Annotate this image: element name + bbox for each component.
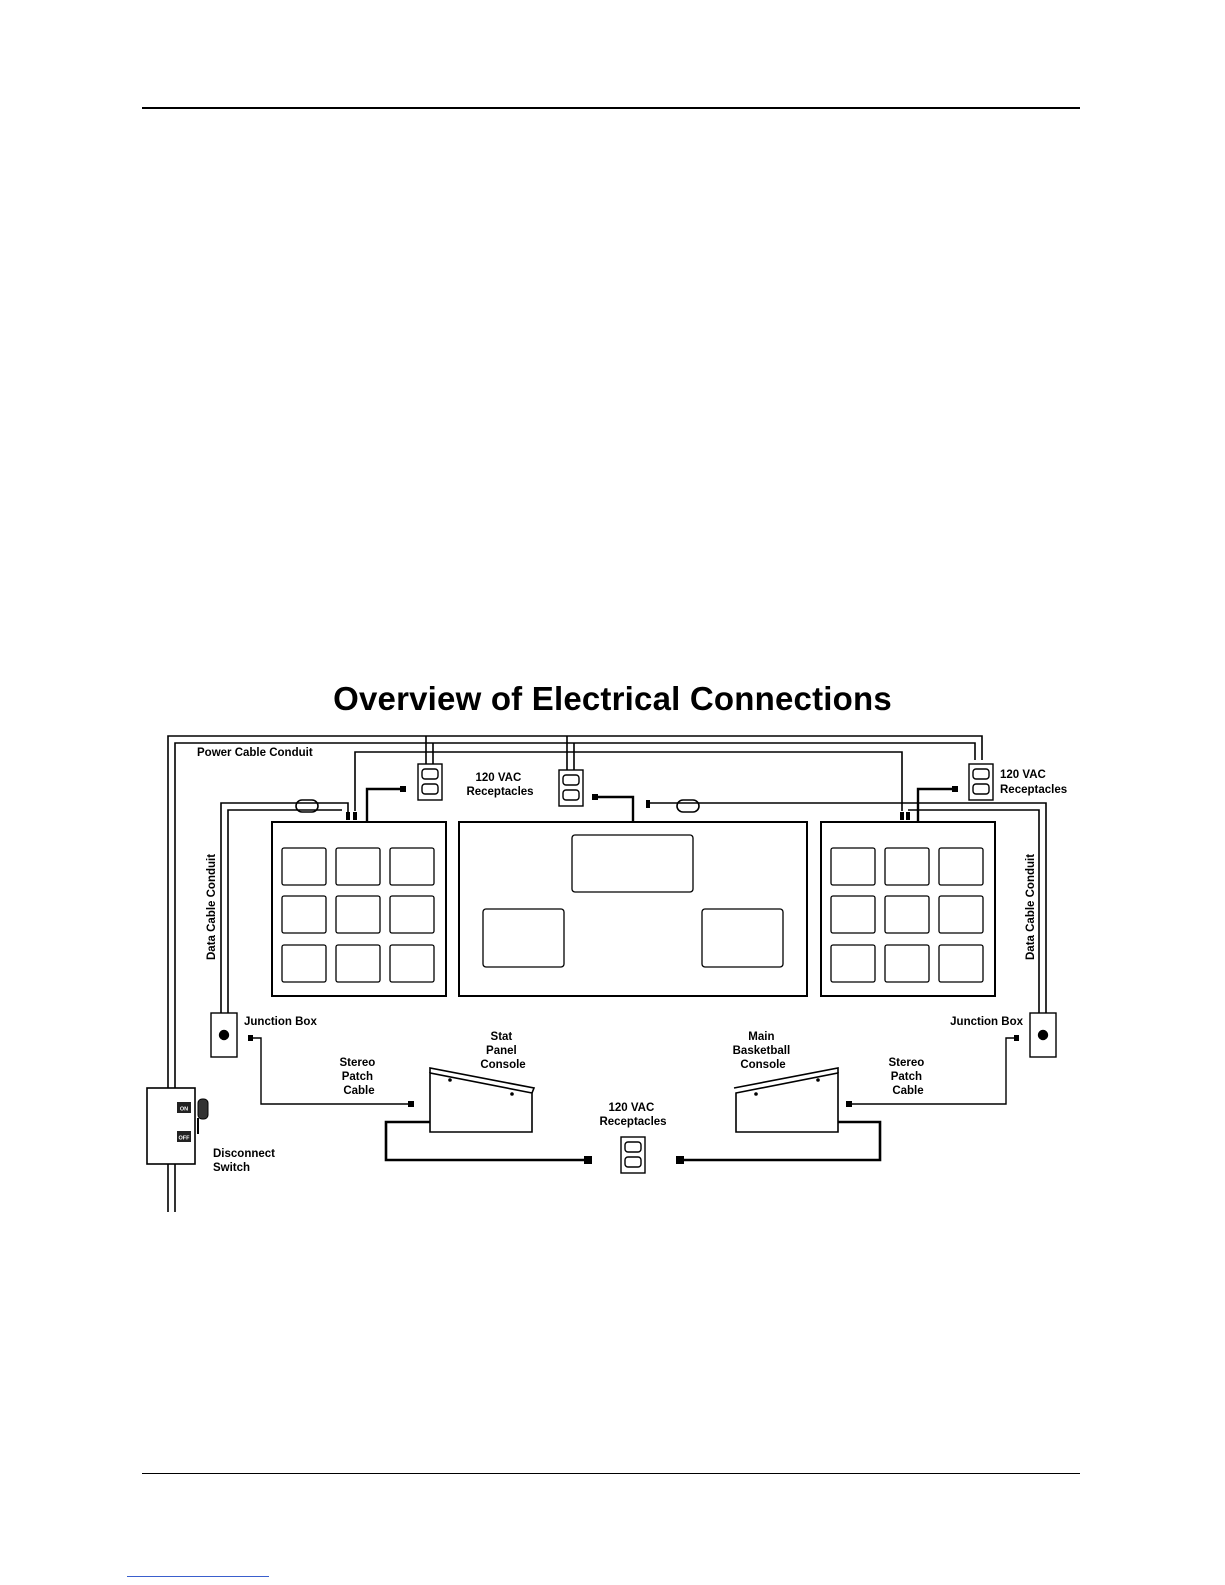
footer-link-underline	[127, 1576, 269, 1577]
receptacles-bottom-label: 120 VAC Receptacles	[599, 1102, 666, 1128]
power-cable-conduit	[168, 736, 982, 1212]
main-scoreboard-clock-window	[572, 835, 693, 892]
receptacles-top-right-label: 120 VAC Receptacles	[1000, 769, 1067, 796]
data-cable-conduit-label-left: Data Cable Conduit	[206, 854, 218, 960]
disconnect-switch	[147, 1088, 208, 1164]
switch-on-label: ON	[180, 1107, 188, 1113]
digit-window	[831, 848, 875, 885]
digit-window	[885, 896, 929, 933]
digit-window	[390, 896, 434, 933]
digit-window	[939, 896, 983, 933]
main-scoreboard-home-window	[483, 909, 564, 967]
stat-panel-console-label: Stat Panel Console	[480, 1031, 525, 1071]
digit-window	[282, 945, 326, 982]
digit-window	[336, 896, 380, 933]
receptacle-bottom	[621, 1137, 645, 1173]
stereo-patch-cable-right-label: Stereo Patch Cable	[889, 1057, 928, 1097]
junction-box-left	[211, 1013, 237, 1057]
receptacles-top-center-label: 120 VAC Receptacles	[466, 772, 533, 798]
digit-window	[282, 896, 326, 933]
digit-window	[885, 848, 929, 885]
footer-rule	[142, 1473, 1080, 1474]
main-basketball-console	[734, 1068, 838, 1132]
digit-window	[390, 945, 434, 982]
main-basketball-console-label: Main Basketball Console	[733, 1031, 794, 1071]
main-scoreboard-guest-window	[702, 909, 783, 967]
junction-box-right	[1030, 1013, 1056, 1057]
receptacle-top-right	[969, 764, 993, 800]
junction-box-left-label: Junction Box	[244, 1016, 317, 1028]
digit-window	[831, 896, 875, 933]
right-panel-digit-grid	[831, 848, 983, 982]
digit-window	[282, 848, 326, 885]
switch-off-label: OFF	[179, 1136, 191, 1142]
data-cable-conduit-label-right: Data Cable Conduit	[1025, 854, 1037, 960]
power-cable-conduit-label: Power Cable Conduit	[197, 747, 313, 759]
digit-window	[885, 945, 929, 982]
disconnect-switch-label: Disconnect Switch	[213, 1148, 278, 1174]
receptacle-top-center	[559, 770, 583, 806]
junction-box-right-label: Junction Box	[950, 1016, 1023, 1028]
stat-panel-console	[430, 1068, 534, 1132]
digit-window	[336, 945, 380, 982]
digit-window	[939, 848, 983, 885]
digit-window	[939, 945, 983, 982]
digit-window	[390, 848, 434, 885]
digit-window	[336, 848, 380, 885]
stereo-patch-cable-left	[252, 1038, 410, 1104]
digit-window	[831, 945, 875, 982]
left-panel-digit-grid	[282, 848, 434, 982]
stereo-patch-cable-left-label: Stereo Patch Cable	[340, 1057, 379, 1097]
receptacle-top-left	[418, 764, 442, 800]
stereo-patch-cable-right	[850, 1038, 1015, 1104]
